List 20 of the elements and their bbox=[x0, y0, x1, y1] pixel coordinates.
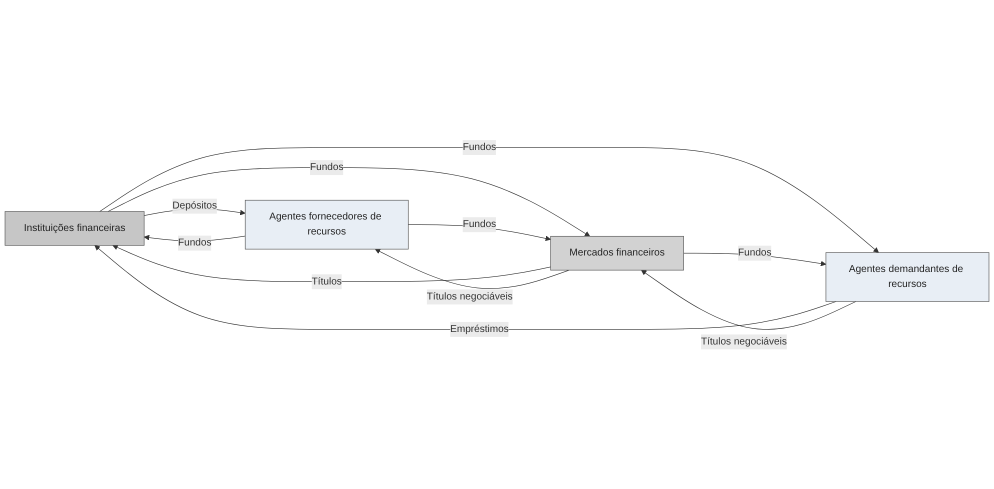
edge-label: Fundos bbox=[178, 237, 212, 248]
arrow bbox=[94, 244, 836, 330]
arrow bbox=[641, 270, 856, 330]
edge-label: Fundos bbox=[462, 218, 496, 230]
node-box: Instituições financeiras bbox=[4, 210, 144, 246]
node-box: Agentes demandantes de recursos bbox=[826, 252, 990, 302]
edge-label: Títulos negociáveis bbox=[700, 336, 787, 347]
arrow bbox=[99, 147, 879, 253]
edge-label: Fundos bbox=[462, 142, 496, 152]
edge-label: Títulos bbox=[312, 276, 342, 287]
edge-label: Fundos bbox=[738, 247, 772, 258]
node-box: Agentes fornecedores de recursos bbox=[244, 200, 409, 250]
arrow bbox=[112, 244, 551, 282]
edge-label: Depósitos bbox=[172, 200, 217, 211]
arrow bbox=[108, 167, 590, 236]
node-box: Mercados financeiros bbox=[550, 236, 684, 270]
edge-label: Fundos bbox=[310, 162, 344, 172]
edge-label: Empréstimos bbox=[450, 324, 509, 334]
edge-label: Títulos negociáveis bbox=[426, 291, 513, 302]
arrow bbox=[374, 248, 570, 289]
